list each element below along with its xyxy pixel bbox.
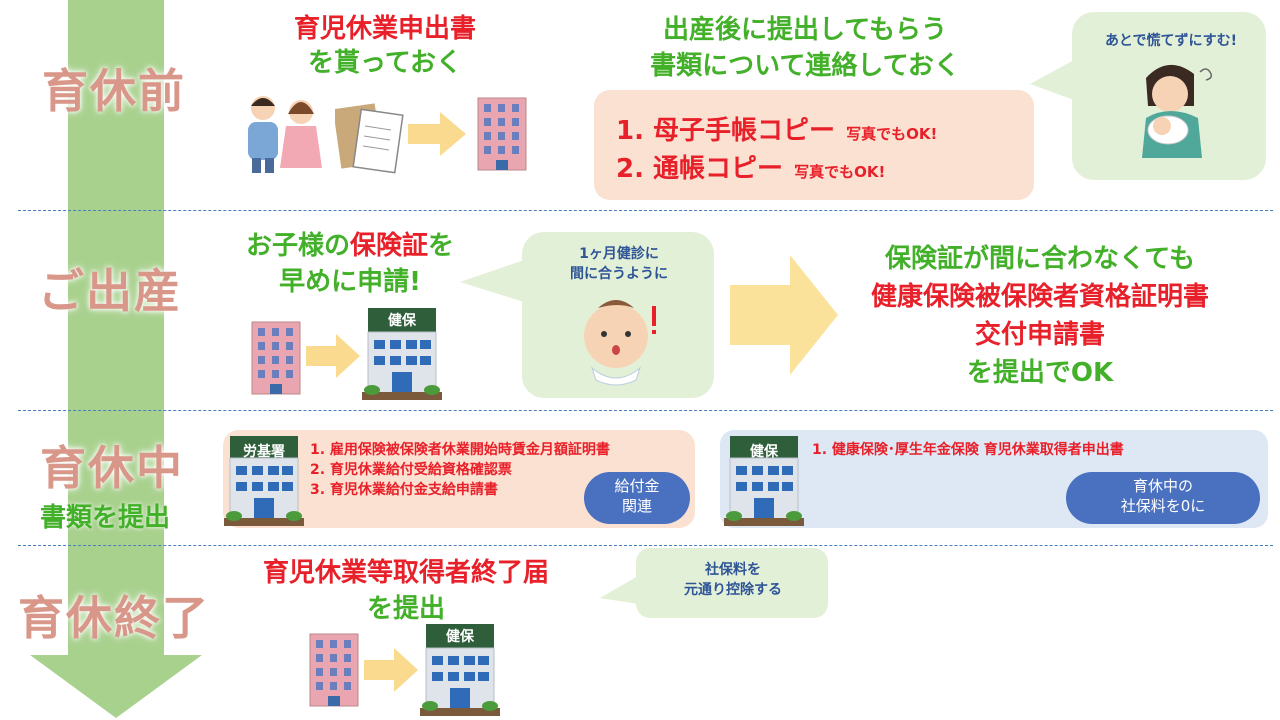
company-building-icon-2 [251,321,301,395]
row3-left-pill: 給付金 関連 [584,472,690,524]
kenpo-label-3: 健保 [446,629,474,645]
phase-birth: ご出産 [38,264,182,318]
doc2-note: 写真でもOK! [794,163,886,181]
divider-3 [18,545,1273,546]
row2-bubble-text: 1ヶ月健診に 間に合うように [570,246,668,282]
row1-bubble-text: あとで慌てずにすむ! [1104,33,1238,49]
doc1-label: 1. 母子手帳コピー [616,116,836,146]
phase-before: 育休前 [42,64,186,118]
divider-1 [18,210,1273,211]
kenpo-label-2: 健保 [750,444,778,460]
arrow-icon-3 [364,648,418,692]
mother-baby-icon [1142,64,1213,158]
company-building-icon-3 [309,633,359,707]
phase-during: 育休中 [40,441,184,495]
arrow-icon-2 [306,334,360,378]
baby-icon [584,300,656,386]
kenpo-building-icon-2 [724,436,804,526]
row4-bubble-shape [600,548,828,618]
row3-right-pill: 育休中の 社保料を0に [1066,472,1260,524]
kenpo-building-icon [362,308,442,400]
kenpo-building-icon-3 [420,624,500,716]
arrow-icon [408,112,466,156]
row2-result: 保険証が間に合わなくても 健康保険被保険者資格証明書 交付申請書 を提出でOK [870,244,1209,388]
row4-title: 育児休業等取得者終了届 を提出 [262,558,549,624]
doc1-note: 写真でもOK! [846,125,938,143]
documents-icon [335,103,404,174]
couple-icon [248,96,322,173]
row1-title: 育児休業申出書 を貰っておく [293,14,476,78]
row1-contact-title: 出産後に提出してもらう 書類について連絡しておく [650,15,960,81]
company-building-icon [477,97,527,171]
row3-right-item: 1. 健康保険･厚生年金保険 育児休業取得者申出書 [812,442,1124,458]
kenpo-building-label: 健保 [388,313,416,329]
phase-during-sub: 書類を提出 [40,503,171,533]
row3-left-item: 2. 育児休業給付受給資格確認票 [310,462,512,478]
row3-left-item: 3. 育児休業給付金支給申請書 [310,482,498,498]
labor-office-label: 労基署 [243,444,285,460]
row3-left-item: 1. 雇用保険被保険者休業開始時賃金月額証明書 [310,442,610,458]
row2-title: お子様の保険証を 早めに申請! [245,231,455,297]
labor-office-building-icon [224,436,304,526]
row3-left-list: 1. 雇用保険被保険者休業開始時賃金月額証明書 2. 育児休業給付受給資格確認票… [310,440,670,500]
big-arrow-icon [730,255,838,375]
row4-bubble-text: 社保料を 元通り控除する [684,562,782,598]
doc2-label: 2. 通帳コピー [616,154,784,184]
row1-documents-box: 1. 母子手帳コピー 写真でもOK! 2. 通帳コピー 写真でもOK! [594,90,1034,200]
divider-2 [18,410,1273,411]
phase-end: 育休終了 [18,591,210,645]
